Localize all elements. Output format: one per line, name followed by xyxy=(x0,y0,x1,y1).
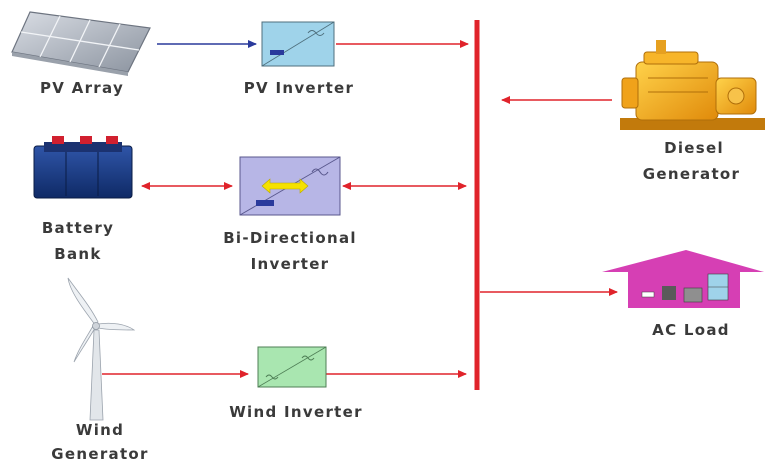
battery-bank-label-line2: Bank xyxy=(54,245,102,263)
battery-icon xyxy=(33,136,133,199)
diesel-generator-label-line2: Generator xyxy=(642,165,741,183)
solar-panel-icon xyxy=(11,11,151,76)
house-icon xyxy=(602,250,764,308)
battery-bank-label-line1: Battery xyxy=(41,219,115,237)
wind-turbine-icon xyxy=(67,277,136,421)
diesel-generator-icon xyxy=(620,40,765,130)
diesel-generator-label-line1: Diesel xyxy=(664,139,724,157)
wind-generator-label-line1: Wind xyxy=(75,421,125,439)
bidirectional-inverter-label-line2: Inverter xyxy=(250,255,330,273)
pv-inverter-label: PV Inverter xyxy=(243,79,355,97)
bidirectional-inverter-icon xyxy=(239,156,341,216)
wind-inverter-icon xyxy=(257,346,327,388)
wind-generator-label-line2: Generator xyxy=(51,445,149,463)
pv-array-label: PV Array xyxy=(39,79,125,97)
ac-load-label: AC Load xyxy=(652,321,730,339)
wind-inverter-label: Wind Inverter xyxy=(229,403,363,421)
bidirectional-inverter-label-line1: Bi-Directional xyxy=(223,229,357,247)
pv-inverter-icon xyxy=(261,21,335,67)
